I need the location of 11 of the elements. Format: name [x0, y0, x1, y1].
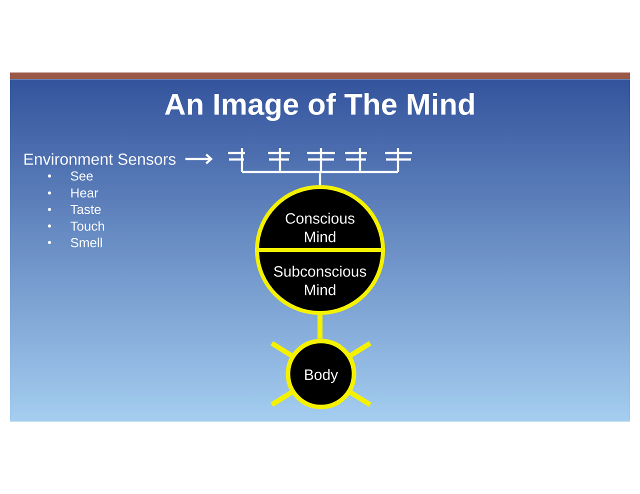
arrow [185, 154, 213, 164]
slide-title: An Image of The Mind [164, 92, 474, 122]
list-item: Touch [70, 221, 104, 231]
list-item: Taste [70, 204, 101, 214]
list-item: See [70, 171, 93, 181]
connector-line [318, 314, 322, 339]
sensor-array-drawing [228, 148, 412, 174]
list-item: Hear [71, 188, 98, 198]
list-item: Smell [70, 238, 102, 248]
list-heading: Environment Sensors [24, 153, 176, 165]
connector-line [318, 173, 322, 185]
